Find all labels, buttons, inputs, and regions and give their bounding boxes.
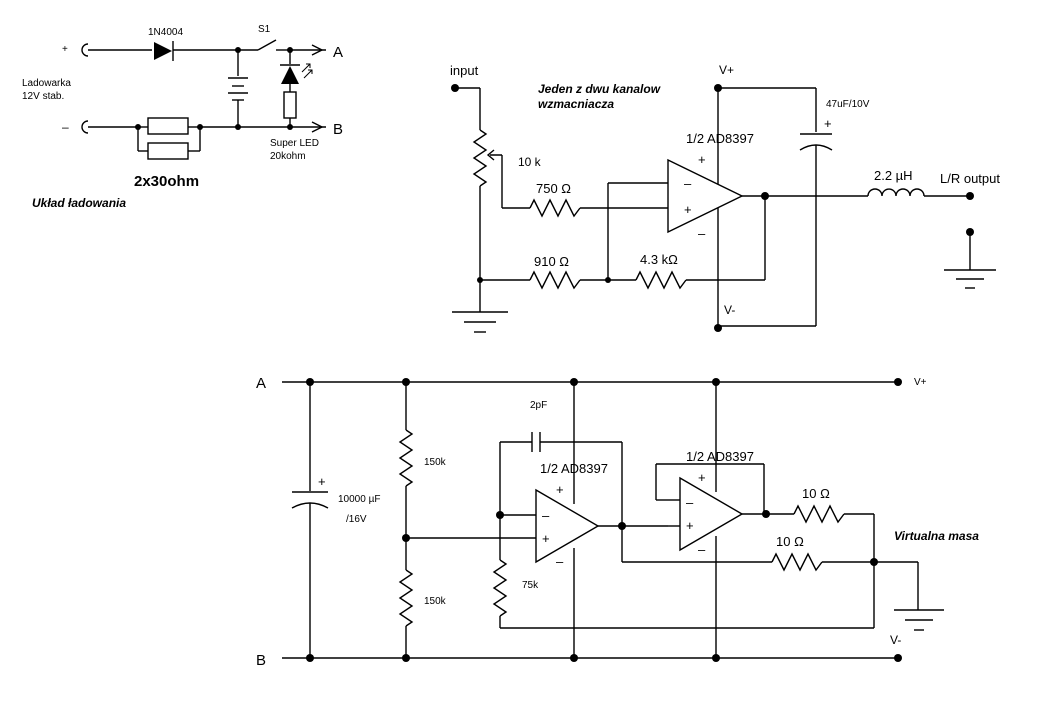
ground-symbol-vg bbox=[894, 609, 944, 631]
diode-label: 1N4004 bbox=[148, 27, 183, 38]
capacitor-2pf bbox=[531, 432, 541, 452]
opamp1-noninv: + bbox=[542, 531, 550, 546]
opamp-amp-noninv: + bbox=[684, 202, 692, 217]
charger-source-label-2: 12V stab. bbox=[22, 91, 64, 102]
resistor-30ohm-2 bbox=[147, 142, 189, 160]
resistor-910 bbox=[529, 270, 581, 290]
charger-circuit: + – Ladowarka 12V stab. 1N4004 S1 bbox=[22, 24, 343, 210]
cap2pf-label: 2pF bbox=[530, 400, 547, 411]
battery-symbol bbox=[228, 77, 248, 101]
opamp-buffer-2 bbox=[679, 476, 744, 552]
r10-top-label: 10 Ω bbox=[802, 486, 830, 501]
opamp-amp-minus: – bbox=[698, 226, 706, 241]
resistor-150k-top bbox=[398, 429, 414, 487]
r150k-top-label: 150k bbox=[424, 457, 447, 468]
output-label: L/R output bbox=[940, 171, 1000, 186]
opamp2-plus: + bbox=[698, 470, 706, 485]
led-resistor bbox=[283, 91, 297, 119]
pot-label: 10 k bbox=[518, 155, 542, 169]
opamp-amp-plus: + bbox=[698, 152, 706, 167]
cap10000-plus: + bbox=[318, 474, 326, 489]
pot-wiper bbox=[486, 149, 503, 208]
arrow-b bbox=[311, 121, 324, 133]
opamp2-noninv: + bbox=[686, 518, 694, 533]
potentiometer bbox=[472, 129, 488, 187]
opamp-amp-label: 1/2 AD8397 bbox=[686, 131, 754, 146]
resistor-4k3 bbox=[635, 270, 687, 290]
opamp1-inv: – bbox=[542, 508, 550, 523]
resistor-150k-bottom bbox=[398, 569, 414, 627]
r750-label: 750 Ω bbox=[536, 181, 571, 196]
node-b-label: B bbox=[333, 121, 343, 138]
r150k-bottom-label: 150k bbox=[424, 596, 447, 607]
led-label-2: 20kohm bbox=[270, 151, 306, 162]
opamp1-plus: + bbox=[556, 482, 564, 497]
vg-vminus-label: V- bbox=[890, 633, 901, 647]
cap10000-value: 10000 µF bbox=[338, 494, 380, 505]
switch-s1 bbox=[257, 39, 290, 51]
cap47-label: 47uF/10V bbox=[826, 99, 870, 110]
opamp-amp-inv: – bbox=[684, 176, 692, 191]
vminus-label-amp: V- bbox=[724, 303, 735, 317]
opamp2-minus: – bbox=[698, 542, 706, 557]
arrow-a bbox=[311, 44, 324, 56]
vminus-node-amp bbox=[714, 324, 722, 332]
plus-connector bbox=[81, 43, 152, 57]
opamp1-minus: – bbox=[556, 554, 564, 569]
vplus-label-amp: V+ bbox=[719, 63, 734, 77]
resistor-10-top bbox=[793, 504, 845, 524]
charger-source-label: Ladowarka bbox=[22, 78, 71, 89]
input-label: input bbox=[450, 63, 479, 78]
switch-label: S1 bbox=[258, 24, 271, 35]
opamp-amp bbox=[667, 158, 744, 234]
resistor-10-bottom bbox=[771, 552, 823, 572]
led-label: Super LED bbox=[270, 138, 319, 149]
virtual-ground-circuit: A B V+ V- + 10000 µF /16V 150k bbox=[256, 375, 979, 669]
amplifier-circuit: input 10 k 750 Ω 910 Ω 4.3 kΩ bbox=[450, 63, 1000, 333]
cap47-plus: + bbox=[824, 116, 832, 131]
vg-node-b: B bbox=[256, 652, 266, 669]
amplifier-caption: Jeden z dwu kanalow bbox=[538, 82, 661, 96]
ground-symbol-out bbox=[944, 269, 996, 289]
minus-connector bbox=[81, 120, 138, 134]
charger-caption: Układ ładowania bbox=[32, 196, 126, 210]
r4k3-label: 4.3 kΩ bbox=[640, 252, 678, 267]
resistor-75k bbox=[492, 559, 508, 617]
opamp-buffer-1 bbox=[535, 488, 600, 564]
opamp2-inv: – bbox=[686, 495, 694, 510]
ground-symbol-amp bbox=[452, 311, 508, 333]
vg-node-a: A bbox=[256, 375, 266, 392]
resistor-30ohm-1 bbox=[147, 117, 189, 135]
r910-label: 910 Ω bbox=[534, 254, 569, 269]
inductor-label: 2.2 µH bbox=[874, 168, 913, 183]
resistor-750 bbox=[529, 198, 581, 218]
output-terminal bbox=[966, 192, 974, 200]
resistor-pair-label: 2x30ohm bbox=[134, 173, 199, 190]
opamp2-label: 1/2 AD8397 bbox=[686, 449, 754, 464]
vplus-terminal bbox=[894, 378, 902, 386]
r10-bottom-label: 10 Ω bbox=[776, 534, 804, 549]
virtual-ground-caption: Virtualna masa bbox=[894, 529, 979, 543]
node-a-label: A bbox=[333, 44, 343, 61]
led-symbol bbox=[280, 63, 313, 84]
r75k-label: 75k bbox=[522, 580, 539, 591]
vg-vplus-label: V+ bbox=[914, 377, 927, 388]
minus-sign: – bbox=[62, 120, 69, 134]
cap10000-voltage: /16V bbox=[346, 514, 367, 525]
amplifier-caption-2: wzmacniacza bbox=[538, 97, 614, 111]
diode-1n4004 bbox=[154, 41, 238, 61]
inductor-2u2h bbox=[867, 188, 925, 197]
plus-sign: + bbox=[62, 44, 68, 55]
vminus-terminal bbox=[894, 654, 902, 662]
